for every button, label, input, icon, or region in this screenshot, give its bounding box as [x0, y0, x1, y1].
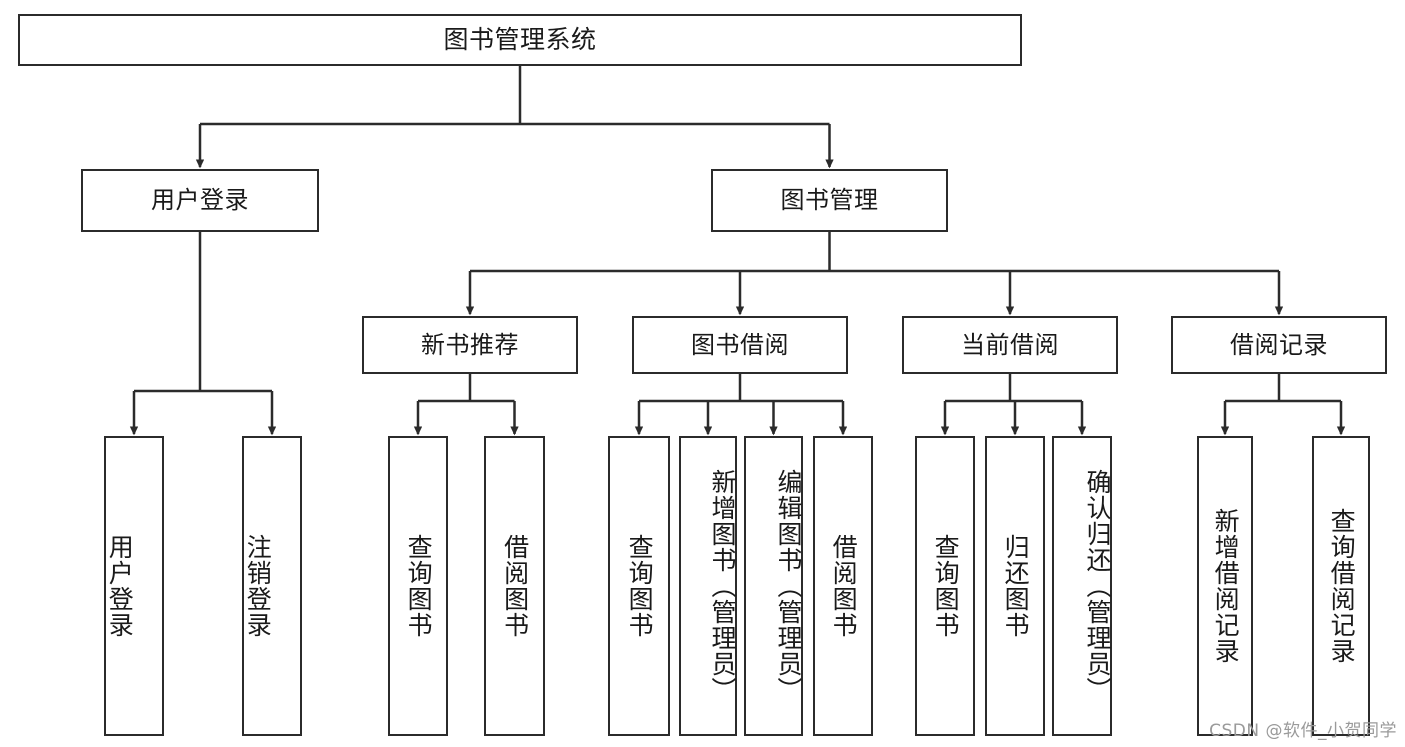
node-label: 查询借阅记录 [1327, 508, 1357, 664]
node-label: 查询图书 [404, 534, 434, 638]
node-current_borrow[interactable]: 当前借阅 [902, 316, 1118, 374]
node-root[interactable]: 图书管理系统 [18, 14, 1022, 66]
node-label: 图书借阅 [691, 330, 789, 359]
node-label: 用户登录 [105, 534, 135, 638]
node-leaf_query_record[interactable]: 查询借阅记录 [1312, 436, 1370, 736]
node-leaf_user_login[interactable]: 用户登录 [104, 436, 164, 736]
node-borrow_record[interactable]: 借阅记录 [1171, 316, 1387, 374]
node-label: 借阅图书 [829, 534, 859, 638]
node-label: 图书管理系统 [443, 25, 597, 54]
node-label: 查询图书 [931, 534, 961, 638]
node-leaf_borrow_book_2[interactable]: 借阅图书 [813, 436, 873, 736]
node-leaf_add_book[interactable]: 新增图书（管理员） [679, 436, 737, 736]
node-user_login[interactable]: 用户登录 [81, 169, 319, 232]
node-label: 新增图书（管理员） [708, 469, 737, 703]
node-leaf_return_book[interactable]: 归还图书 [985, 436, 1045, 736]
node-label: 新增借阅记录 [1211, 508, 1241, 664]
node-label: 借阅图书 [500, 534, 530, 638]
node-book_borrow[interactable]: 图书借阅 [632, 316, 848, 374]
node-label: 用户登录 [151, 186, 249, 215]
node-label: 新书推荐 [421, 330, 519, 359]
node-label: 确认归还（管理员） [1083, 469, 1112, 703]
watermark-label: CSDN @软件_小贺同学 [1209, 721, 1397, 741]
node-leaf_borrow_book_1[interactable]: 借阅图书 [484, 436, 545, 736]
node-leaf_user_logout[interactable]: 注销登录 [242, 436, 302, 736]
node-leaf_query_book_3[interactable]: 查询图书 [915, 436, 975, 736]
node-label: 归还图书 [1001, 534, 1031, 638]
node-label: 编辑图书（管理员） [774, 469, 803, 703]
node-book_manage[interactable]: 图书管理 [711, 169, 948, 232]
node-leaf_query_book_1[interactable]: 查询图书 [388, 436, 448, 736]
node-label: 借阅记录 [1230, 330, 1328, 359]
node-label: 当前借阅 [961, 330, 1059, 359]
node-label: 注销登录 [243, 534, 273, 638]
node-new_book_rec[interactable]: 新书推荐 [362, 316, 578, 374]
node-label: 图书管理 [780, 186, 879, 215]
node-leaf_query_book_2[interactable]: 查询图书 [608, 436, 670, 736]
node-leaf_confirm_ret[interactable]: 确认归还（管理员） [1052, 436, 1112, 736]
node-leaf_add_record[interactable]: 新增借阅记录 [1197, 436, 1253, 736]
node-leaf_edit_book[interactable]: 编辑图书（管理员） [744, 436, 803, 736]
node-label: 查询图书 [625, 534, 655, 638]
